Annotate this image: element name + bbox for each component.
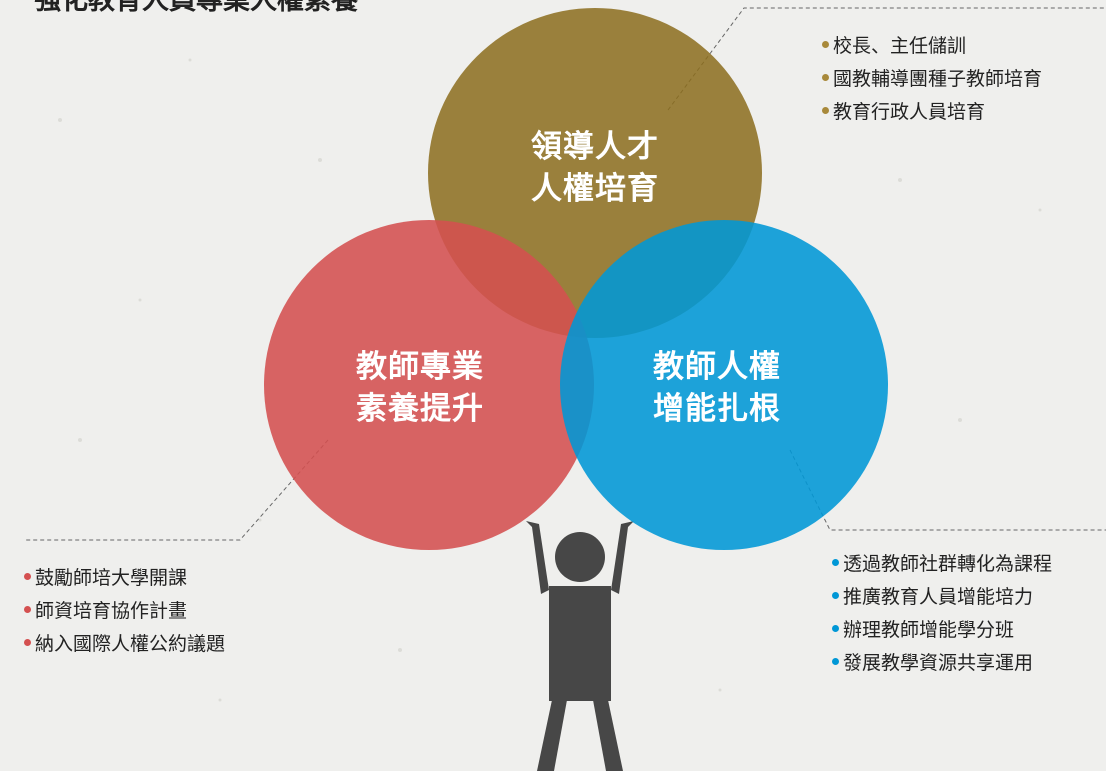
- list-item-text: 師資培育協作計畫: [35, 600, 188, 622]
- list-item-text: 教育行政人員培育: [833, 101, 986, 123]
- bullet-dot-icon: [24, 606, 31, 613]
- list-item: 國教輔導團種子教師培育: [822, 63, 1042, 96]
- label-professional: 教師專業 素養提升: [325, 346, 515, 430]
- list-item-text: 國教輔導團種子教師培育: [833, 68, 1043, 90]
- label-leadership-line1: 領導人才: [531, 129, 659, 165]
- bullet-dot-icon: [24, 639, 31, 646]
- label-rights-line2: 增能扎根: [653, 391, 781, 427]
- label-professional-line1: 教師專業: [356, 349, 484, 385]
- list-item: 透過教師社群轉化為課程: [832, 548, 1052, 581]
- bullet-dot-icon: [24, 573, 31, 580]
- list-item-text: 校長、主任儲訓: [833, 35, 967, 57]
- list-leadership: 校長、主任儲訓 國教輔導團種子教師培育 教育行政人員培育: [822, 30, 1042, 129]
- list-item: 發展教學資源共享運用: [832, 647, 1052, 680]
- bullet-dot-icon: [822, 107, 829, 114]
- list-item-text: 推廣教育人員增能培力: [843, 586, 1034, 608]
- label-rights: 教師人權 增能扎根: [622, 346, 812, 430]
- bullet-dot-icon: [832, 658, 839, 665]
- label-leadership-line2: 人權培育: [531, 171, 659, 207]
- page-title: 強化教育人員專業人權素養: [34, 0, 358, 16]
- list-item: 鼓勵師培大學開課: [24, 562, 225, 595]
- bullet-dot-icon: [832, 625, 839, 632]
- list-item: 辦理教師增能學分班: [832, 614, 1052, 647]
- list-item: 推廣教育人員增能培力: [832, 581, 1052, 614]
- bullet-dot-icon: [822, 74, 829, 81]
- bullet-dot-icon: [822, 41, 829, 48]
- list-item-text: 辦理教師增能學分班: [843, 619, 1015, 641]
- list-item: 納入國際人權公約議題: [24, 628, 225, 661]
- bullet-dot-icon: [832, 592, 839, 599]
- background-texture: [58, 58, 1042, 702]
- circle-professional: [264, 220, 594, 550]
- circle-rights: [560, 220, 888, 550]
- label-rights-line1: 教師人權: [653, 349, 781, 385]
- list-item-text: 鼓勵師培大學開課: [35, 567, 188, 589]
- person-icon: [526, 521, 634, 771]
- label-leadership: 領導人才 人權培育: [500, 126, 690, 210]
- list-rights: 透過教師社群轉化為課程 推廣教育人員增能培力 辦理教師增能學分班 發展教學資源共…: [832, 548, 1052, 680]
- list-item-text: 發展教學資源共享運用: [843, 652, 1034, 674]
- list-item: 教育行政人員培育: [822, 96, 1042, 129]
- list-item: 師資培育協作計畫: [24, 595, 225, 628]
- bullet-dot-icon: [832, 559, 839, 566]
- list-item-text: 納入國際人權公約議題: [35, 633, 226, 655]
- label-professional-line2: 素養提升: [356, 391, 484, 427]
- list-item: 校長、主任儲訓: [822, 30, 1042, 63]
- list-item-text: 透過教師社群轉化為課程: [843, 553, 1053, 575]
- list-professional: 鼓勵師培大學開課 師資培育協作計畫 納入國際人權公約議題: [24, 562, 225, 661]
